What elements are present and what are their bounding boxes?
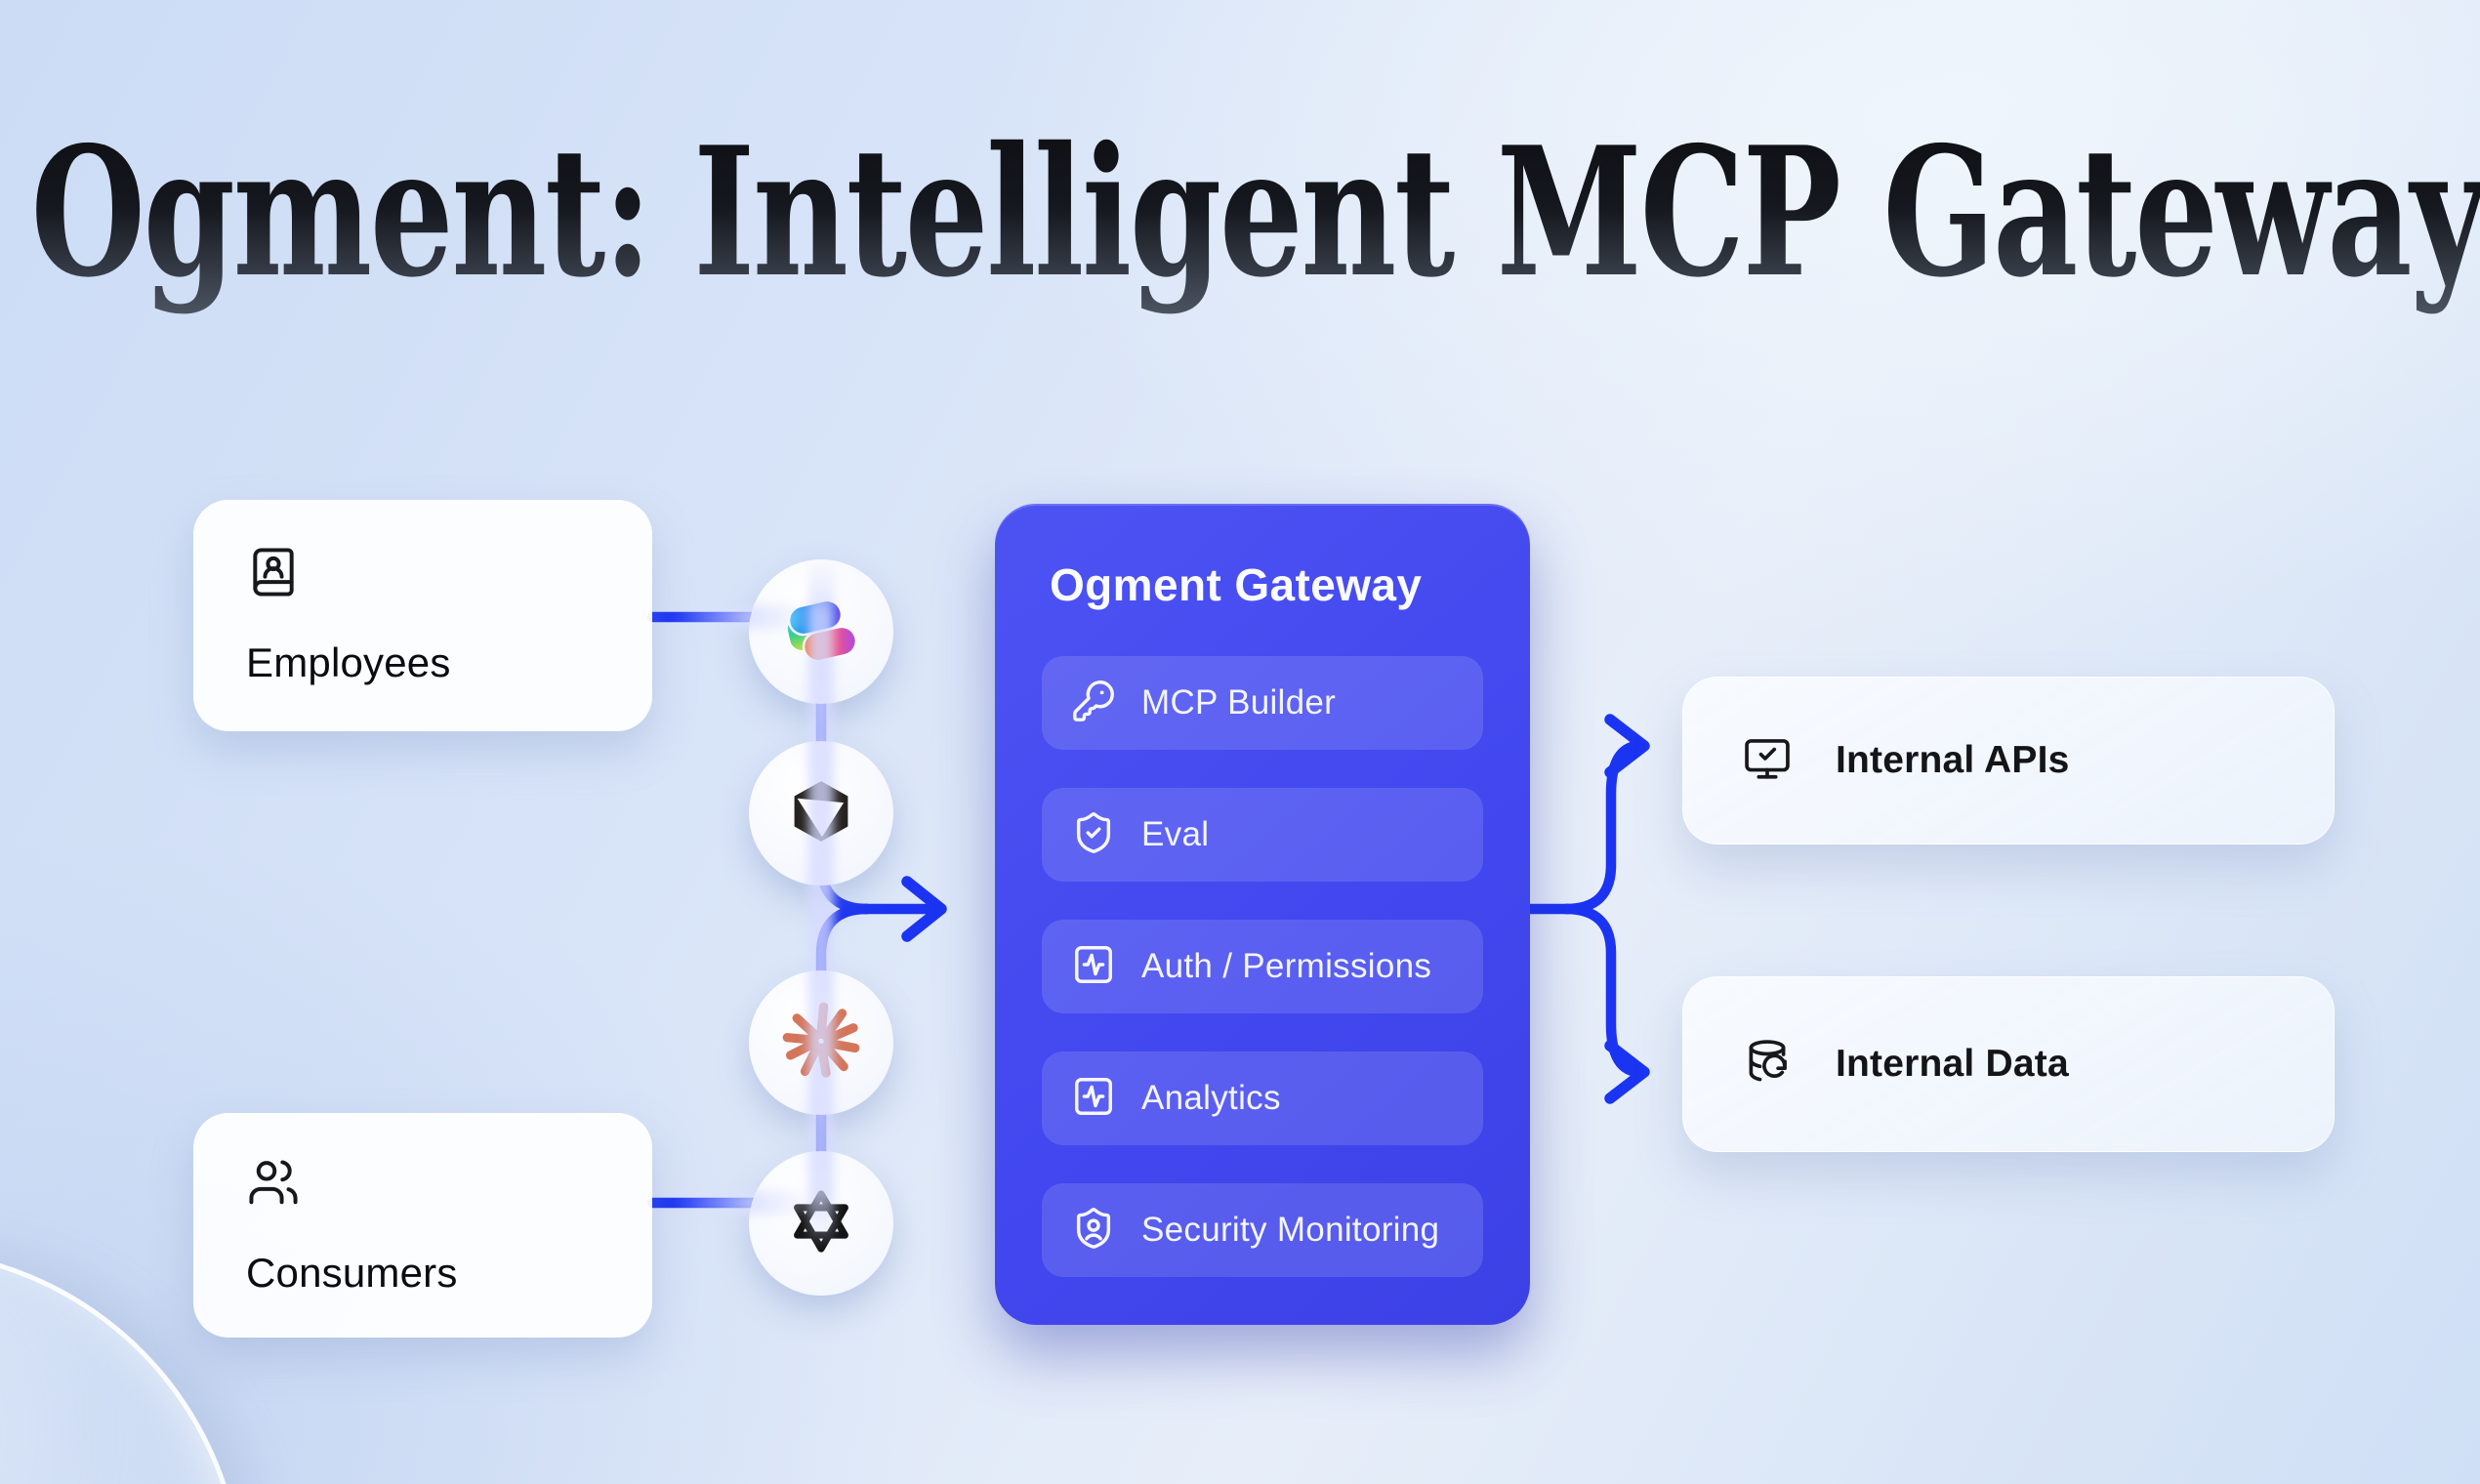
gateway-item-eval: Eval xyxy=(1042,788,1483,882)
claude-starburst-icon xyxy=(779,999,863,1088)
activity-square-icon xyxy=(1071,942,1116,992)
consumers-label: Consumers xyxy=(246,1249,458,1296)
ogment-gateway-panel: Ogment Gateway MCP Builder Ev xyxy=(995,504,1530,1325)
split-lower-curve xyxy=(1560,903,1642,1078)
internal-apis-card: Internal APIs xyxy=(1682,677,2335,845)
to-data-arrowhead xyxy=(1604,1040,1650,1104)
employees-card: Employees xyxy=(193,500,652,731)
key-icon xyxy=(1071,679,1116,728)
consumers-card: Consumers xyxy=(193,1113,652,1338)
database-backup-icon xyxy=(1742,1037,1793,1092)
provider-circle-copilot xyxy=(749,559,893,704)
internal-data-label: Internal Data xyxy=(1836,1043,2069,1085)
to-apis-arrowhead xyxy=(1604,714,1650,778)
monitor-check-icon xyxy=(1742,733,1793,789)
provider-circle-claude xyxy=(749,970,893,1115)
gateway-item-analytics: Analytics xyxy=(1042,1051,1483,1145)
openai-logo-icon xyxy=(785,1185,857,1262)
shield-check-icon xyxy=(1071,810,1116,860)
into-gateway-arrowhead xyxy=(901,876,947,942)
internal-data-card: Internal Data xyxy=(1682,976,2335,1152)
copilot-logo-icon xyxy=(781,592,861,672)
gateway-item-label: Analytics xyxy=(1141,1079,1281,1117)
cube-ai-logo-icon xyxy=(784,774,858,853)
employees-label: Employees xyxy=(246,639,451,685)
gateway-title: Ogment Gateway xyxy=(1050,559,1423,610)
gateway-item-label: Security Monitoring xyxy=(1141,1211,1440,1249)
book-user-icon xyxy=(246,545,599,604)
provider-circle-cube xyxy=(749,741,893,886)
users-icon xyxy=(246,1155,599,1215)
gateway-item-label: Eval xyxy=(1141,815,1210,853)
shield-user-icon xyxy=(1071,1206,1116,1256)
page-title: Ogment: Intelligent MCP Gateway xyxy=(31,102,2480,324)
internal-apis-label: Internal APIs xyxy=(1836,739,2070,781)
gateway-item-label: Auth / Permissions xyxy=(1141,947,1432,985)
activity-square-icon xyxy=(1071,1074,1116,1124)
split-upper-curve xyxy=(1560,740,1642,915)
gateway-item-label: MCP Builder xyxy=(1141,683,1337,721)
gateway-item-mcp-builder: MCP Builder xyxy=(1042,656,1483,750)
provider-circle-openai xyxy=(749,1151,893,1296)
gateway-item-auth-permissions: Auth / Permissions xyxy=(1042,920,1483,1013)
gateway-item-security-monitoring: Security Monitoring xyxy=(1042,1183,1483,1277)
